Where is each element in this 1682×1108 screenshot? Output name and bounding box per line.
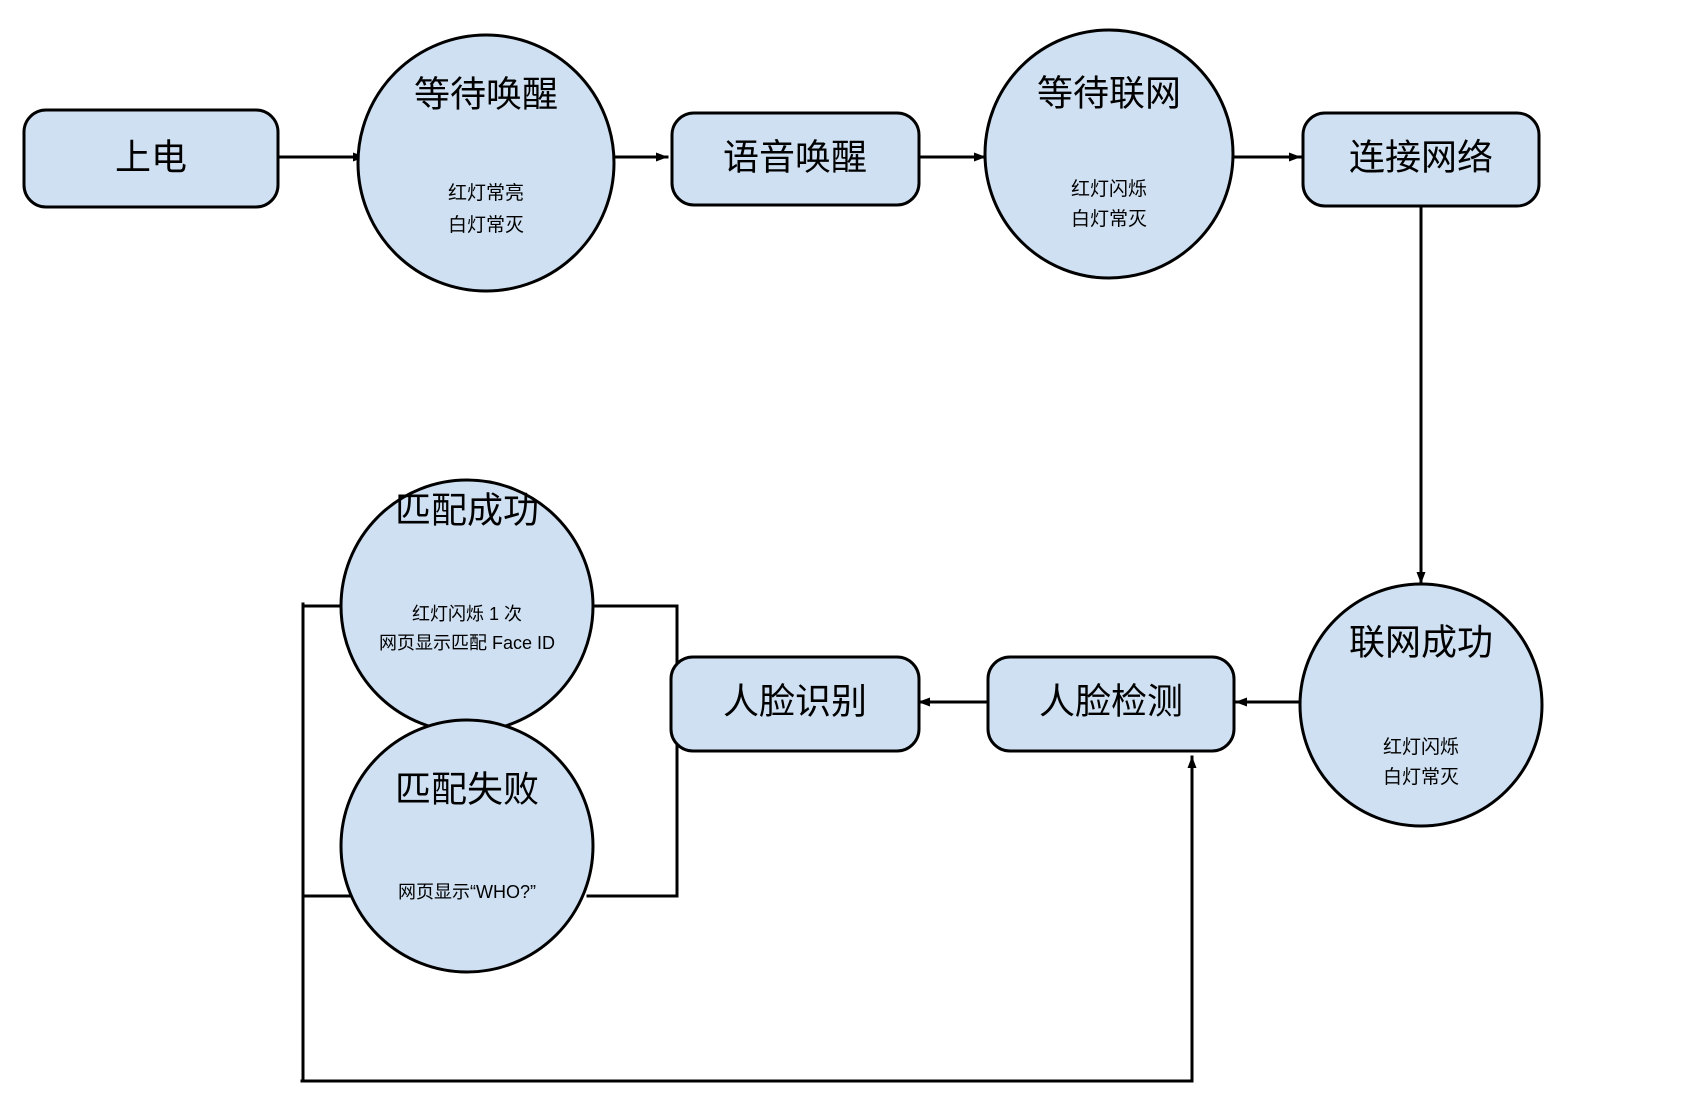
node-wait-network[interactable]: 等待联网 红灯闪烁 白灯常灭 xyxy=(983,28,1235,280)
node-face-detect-label: 人脸检测 xyxy=(1039,681,1183,722)
node-face-recognize-shape[interactable] xyxy=(669,655,921,753)
node-match-fail-shape[interactable] xyxy=(339,718,595,974)
node-wait-network-note-1: 红灯闪烁 xyxy=(1071,178,1147,200)
node-wait-network-note-2: 白灯常灭 xyxy=(1071,208,1147,230)
node-network-success-shape[interactable] xyxy=(1298,582,1544,828)
node-network-success-label: 联网成功 xyxy=(1349,622,1493,663)
node-network-success-note-1: 红灯闪烁 xyxy=(1383,736,1459,758)
node-face-detect[interactable]: 人脸检测 xyxy=(986,655,1236,753)
node-match-fail[interactable]: 匹配失败 网页显示“WHO?” xyxy=(339,718,595,974)
node-wait-wakeup-note-2: 白灯常灭 xyxy=(448,214,524,236)
node-wait-wakeup[interactable]: 等待唤醒 红灯常亮 白灯常灭 xyxy=(356,33,616,293)
node-wait-wakeup-label: 等待唤醒 xyxy=(414,74,558,115)
node-face-detect-shape[interactable] xyxy=(986,655,1236,753)
node-match-success-note-1: 红灯闪烁 1 次 xyxy=(412,604,522,624)
node-network-success[interactable]: 联网成功 红灯闪烁 白灯常灭 xyxy=(1298,582,1544,828)
node-match-success-label: 匹配成功 xyxy=(395,490,539,531)
node-voice-wakeup-label: 语音唤醒 xyxy=(723,137,867,178)
node-connect-network[interactable]: 连接网络 xyxy=(1301,111,1541,208)
node-match-fail-note-1: 网页显示“WHO?” xyxy=(398,882,536,902)
node-connect-network-shape[interactable] xyxy=(1301,111,1541,208)
node-voice-wakeup[interactable]: 语音唤醒 xyxy=(670,111,921,207)
node-network-success-note-2: 白灯常灭 xyxy=(1383,766,1459,788)
node-face-recognize[interactable]: 人脸识别 xyxy=(669,655,921,753)
node-voice-wakeup-shape[interactable] xyxy=(670,111,921,207)
node-match-fail-label: 匹配失败 xyxy=(395,769,539,810)
node-wait-network-label: 等待联网 xyxy=(1037,73,1181,114)
node-match-success[interactable]: 匹配成功 红灯闪烁 1 次 网页显示匹配 Face ID xyxy=(339,478,595,734)
node-wait-wakeup-shape[interactable] xyxy=(356,33,616,293)
node-power-on-label: 上电 xyxy=(115,137,187,178)
node-power-on[interactable]: 上电 xyxy=(22,108,280,209)
node-match-success-note-2: 网页显示匹配 Face ID xyxy=(379,633,555,653)
node-wait-network-shape[interactable] xyxy=(983,28,1235,280)
node-power-on-shape[interactable] xyxy=(22,108,280,209)
node-connect-network-label: 连接网络 xyxy=(1349,137,1493,178)
node-wait-wakeup-note-1: 红灯常亮 xyxy=(448,182,524,204)
node-face-recognize-label: 人脸识别 xyxy=(723,681,867,722)
